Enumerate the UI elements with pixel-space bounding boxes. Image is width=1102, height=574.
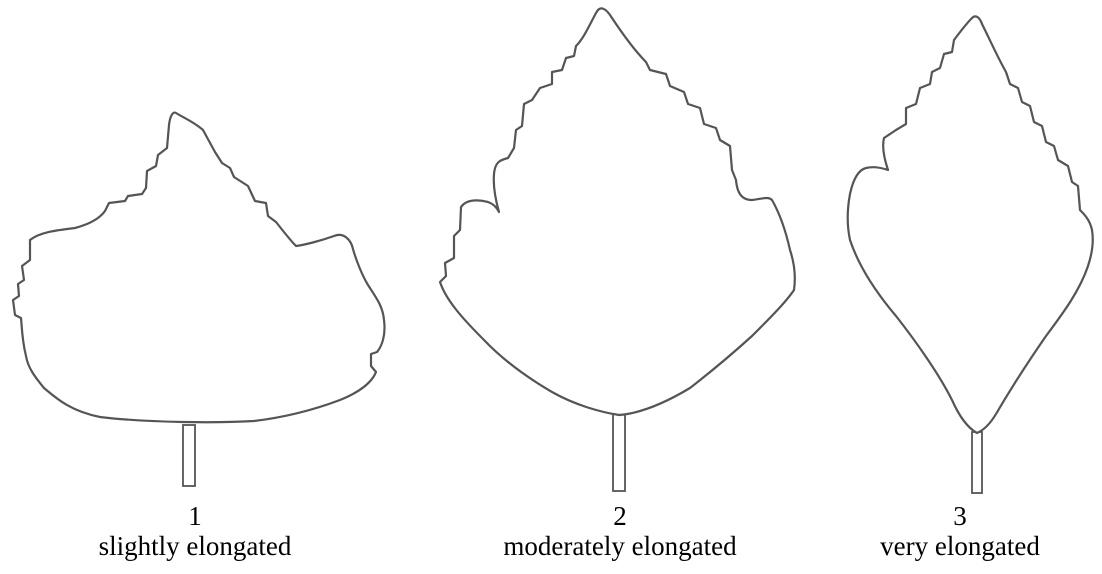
leaf-2-description: moderately elongated — [503, 531, 737, 561]
leaf-3-description: very elongated — [880, 531, 1040, 561]
leaf-1-stalk — [182, 424, 196, 487]
leaf-2 — [438, 7, 796, 492]
leaf-1-outline — [11, 111, 386, 424]
leaf-3-outline — [846, 15, 1094, 435]
leaf-1-number: 1 — [188, 501, 202, 531]
leaf-3 — [846, 15, 1094, 494]
leaf-3-stalk — [971, 431, 983, 494]
leaf-3-number: 3 — [953, 501, 967, 531]
leaf-3-caption: 3 very elongated — [820, 501, 1100, 561]
leaf-1-caption: 1 slightly elongated — [40, 501, 350, 561]
leaf-2-number: 2 — [613, 501, 627, 531]
leaf-2-stalk — [612, 413, 626, 492]
leaf-2-outline — [438, 7, 796, 417]
leaf-2-caption: 2 moderately elongated — [460, 501, 780, 561]
leaf-1 — [11, 111, 386, 487]
leaf-1-description: slightly elongated — [98, 531, 292, 561]
